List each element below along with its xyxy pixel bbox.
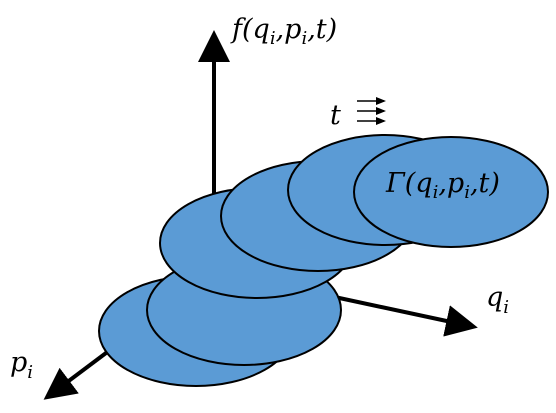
triple-right-arrow-icon bbox=[357, 97, 386, 125]
p-axis-label: pi bbox=[10, 347, 33, 383]
time-label: t bbox=[330, 100, 341, 131]
q-axis bbox=[329, 294, 478, 337]
f-axis-label: f(qi,pi,t) bbox=[230, 14, 337, 49]
phase-space-ellipses bbox=[98, 134, 549, 387]
p-axis bbox=[43, 348, 112, 400]
gamma-label: Γ(qi,pi,t) bbox=[385, 168, 500, 203]
ellipse-6 bbox=[353, 136, 549, 248]
q-axis-label: qi bbox=[486, 282, 509, 318]
